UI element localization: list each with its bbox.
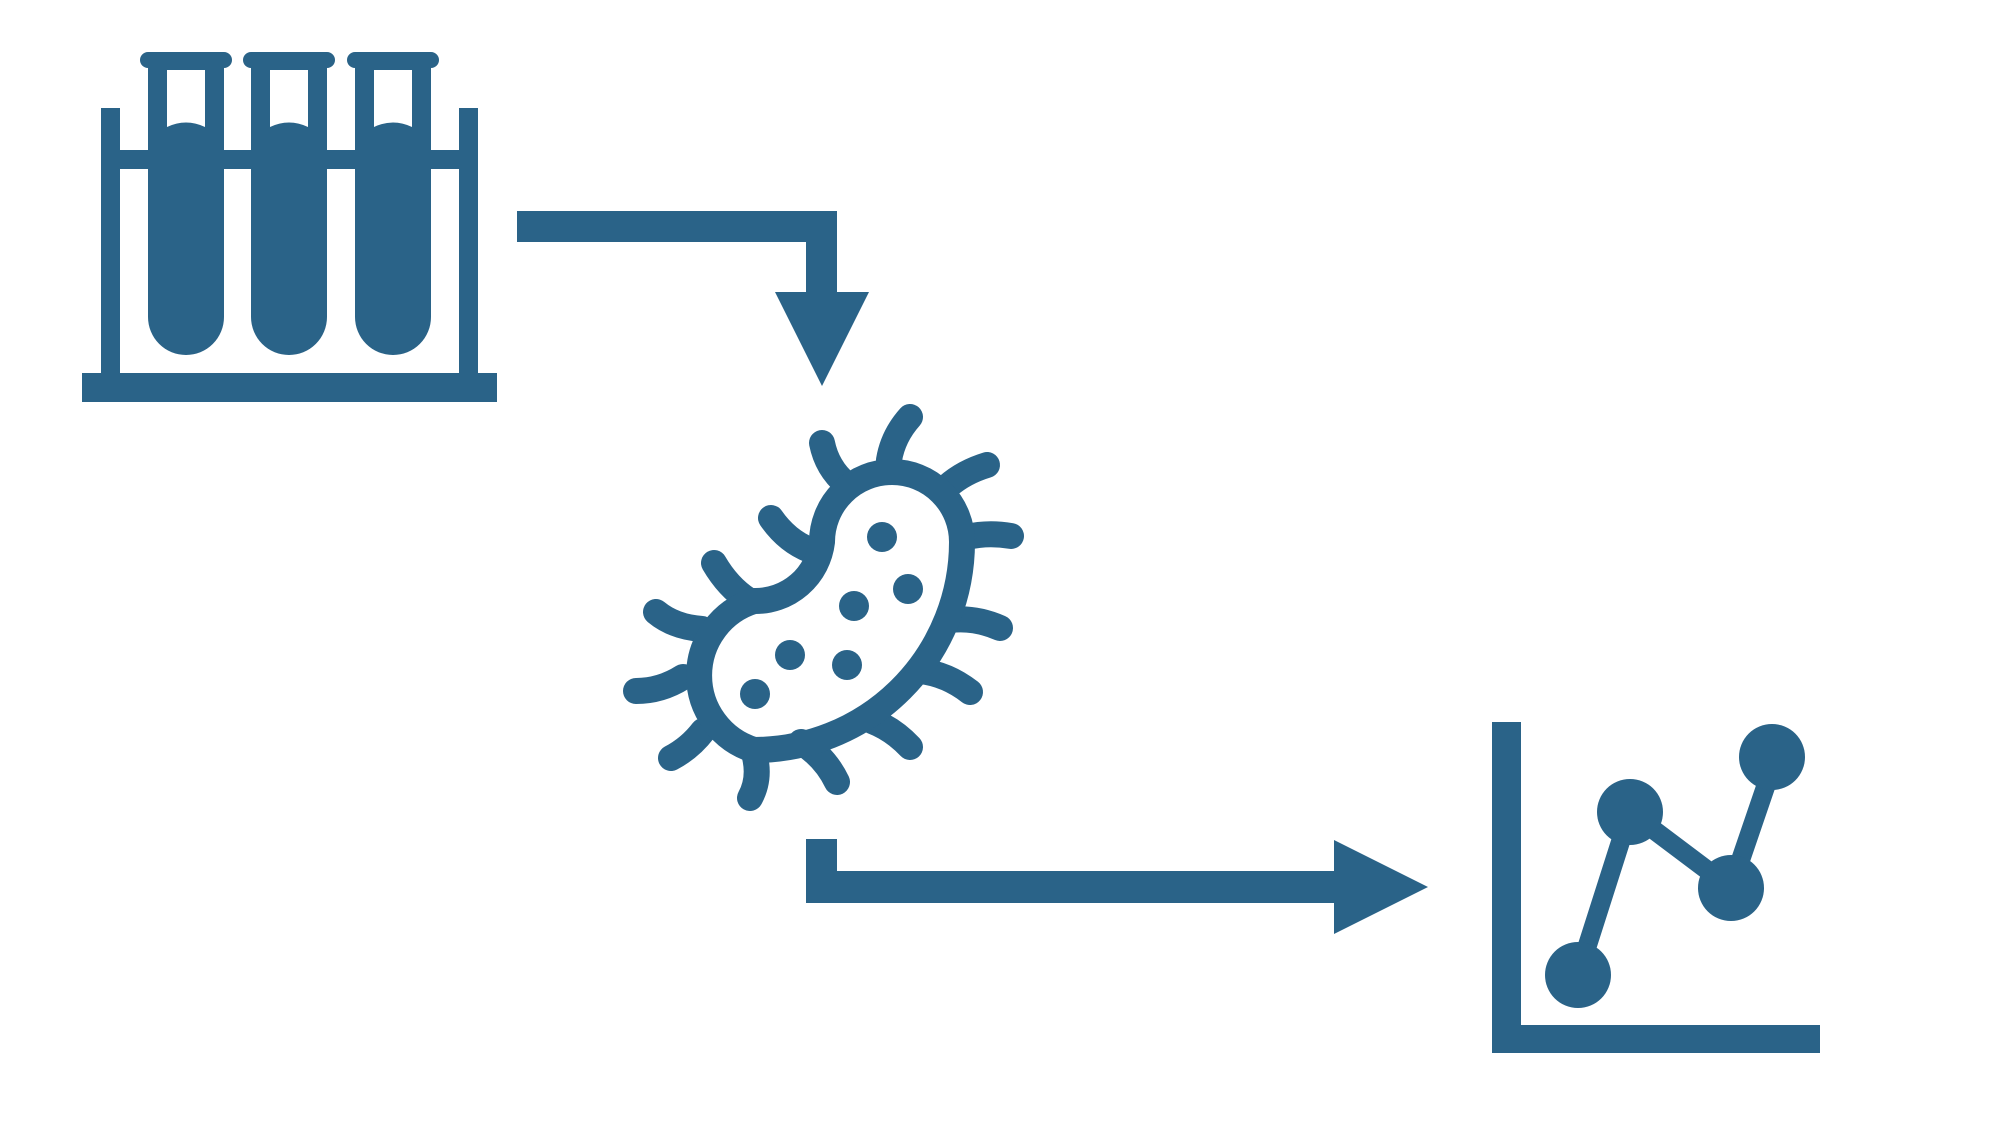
bacteria-body: [686, 459, 975, 763]
bacteria-icon: [623, 404, 1024, 811]
elbow-arrow-down-icon: [517, 211, 869, 386]
line-chart-icon: [1492, 722, 1820, 1053]
test-tube-2: [243, 52, 335, 355]
rack-base: [82, 373, 497, 402]
test-tube-1: [140, 52, 232, 355]
test-tube-rack-icon: [82, 52, 497, 402]
chart-points: [1545, 724, 1805, 1008]
rack-left-post: [101, 108, 120, 380]
bacteria-granules: [740, 522, 923, 709]
rack-right-post: [459, 108, 478, 380]
test-tube-3: [347, 52, 439, 355]
elbow-arrow-right-icon: [806, 839, 1428, 934]
